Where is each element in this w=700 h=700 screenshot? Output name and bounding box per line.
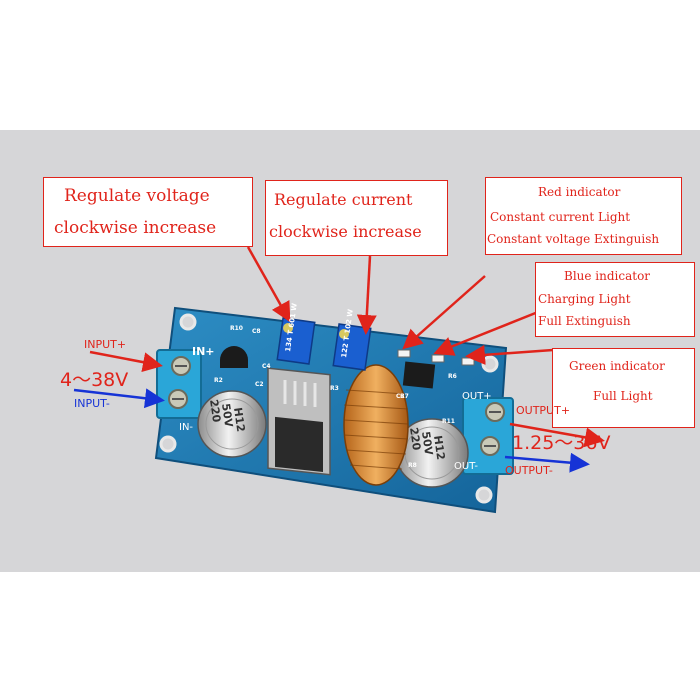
callout-title: Red indicator [538, 185, 621, 199]
input-minus-label: INPUT- [74, 397, 110, 410]
callout-red-indicator: Red indicator Constant current Light Con… [485, 177, 682, 255]
voltage-potentiometer [276, 317, 316, 365]
callout-line: clockwise increase [54, 218, 217, 238]
output-voltage-range: 1.25～36V [512, 432, 611, 454]
callout-line: Constant current Light [490, 210, 631, 224]
silkscreen-label: C8 [252, 328, 261, 335]
mount-hole [159, 435, 177, 453]
callout-line: Full Extinguish [538, 314, 631, 328]
callout-blue-indicator: Blue indicator Charging Light Full Extin… [535, 262, 695, 337]
capacitor-marking: H12 [431, 435, 447, 461]
callout-green-indicator: Green indicator Full Light [552, 348, 695, 428]
input-voltage-range: 4～38V [60, 369, 129, 391]
capacitor-marking: 50V [419, 431, 435, 457]
callout-line: Regulate current [274, 190, 413, 209]
regulator-ic [267, 367, 331, 476]
silkscreen-label: R11 [442, 418, 455, 425]
mount-hole [475, 486, 493, 504]
callout-line: Charging Light [538, 292, 631, 306]
callout-regulate-voltage: Regulate voltage clockwise increase [43, 177, 253, 247]
silkscreen-label: R2 [214, 377, 223, 384]
control-ic [402, 361, 436, 389]
mount-hole [481, 355, 499, 373]
transistor [220, 346, 248, 368]
silkscreen-label: R10 [230, 325, 243, 332]
board-in-minus: IN- [179, 422, 194, 433]
silkscreen-label: C4 [262, 363, 271, 370]
input-terminal-block [156, 349, 202, 419]
board-out-minus: OUT- [454, 461, 478, 472]
silkscreen-label: C3 [396, 393, 405, 400]
callout-title: Blue indicator [564, 269, 651, 283]
callout-arrows [89, 246, 605, 448]
board-in-plus: IN+ [192, 345, 215, 358]
capacitor-marking: H12 [231, 407, 247, 433]
callout-line: Regulate voltage [64, 186, 210, 206]
silkscreen-label: R3 [330, 385, 339, 392]
callout-title: Green indicator [569, 359, 665, 373]
board-out-plus: OUT+ [462, 391, 492, 402]
callout-regulate-current: Regulate current clockwise increase [265, 180, 448, 256]
callout-line: clockwise increase [269, 222, 422, 241]
capacitor-marking: 220 [407, 427, 423, 452]
current-potentiometer [332, 323, 372, 371]
silkscreen-label: C2 [255, 381, 264, 388]
capacitor-marking: 220 [207, 399, 223, 424]
callout-line: Full Light [593, 389, 653, 403]
polarity-arrows-blue [73, 388, 590, 473]
output-plus-label: OUTPUT+ [516, 404, 571, 417]
inductor-coil [343, 364, 409, 486]
silkscreen-label: R8 [408, 462, 417, 469]
red-led [397, 349, 411, 358]
silkscreen-label: R6 [448, 373, 457, 380]
mount-hole [179, 313, 197, 331]
capacitor-left [197, 390, 267, 458]
callout-line: Constant voltage Extinguish [487, 232, 660, 246]
silkscreen-label: R7 [400, 393, 409, 400]
blue-led [431, 354, 445, 363]
capacitor-marking: 50V [219, 403, 235, 429]
green-led [461, 357, 475, 366]
output-minus-label: OUTPUT- [505, 464, 553, 477]
input-plus-label: INPUT+ [84, 338, 127, 351]
